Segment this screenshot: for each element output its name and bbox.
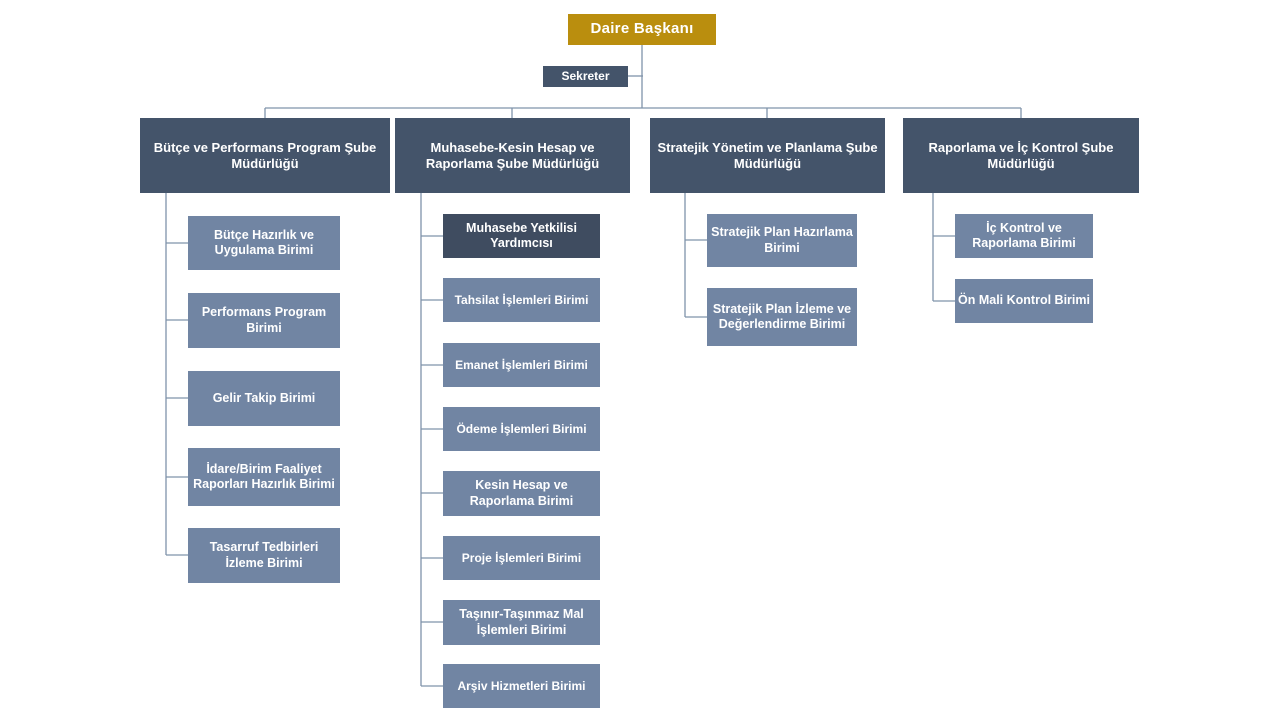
org-node-performans-program: Performans Program Birimi xyxy=(188,293,340,348)
org-node-emanet: Emanet İşlemleri Birimi xyxy=(443,343,600,387)
org-node-muhasebe-yetkilisi: Muhasebe Yetkilisi Yardımcısı xyxy=(443,214,600,258)
org-node-branch-raporlama: Raporlama ve İç Kontrol Şube Müdürlüğü xyxy=(903,118,1139,193)
org-node-stratejik-plan-izleme: Stratejik Plan İzleme ve Değerlendirme B… xyxy=(707,288,857,346)
org-node-proje: Proje İşlemleri Birimi xyxy=(443,536,600,580)
org-node-arsiv: Arşiv Hizmetleri Birimi xyxy=(443,664,600,708)
org-node-daire-baskani: Daire Başkanı xyxy=(568,14,716,45)
org-node-butce-hazirlik: Bütçe Hazırlık ve Uygulama Birimi xyxy=(188,216,340,270)
org-node-odeme: Ödeme İşlemleri Birimi xyxy=(443,407,600,451)
org-node-on-mali-kontrol: Ön Mali Kontrol Birimi xyxy=(955,279,1093,323)
org-node-idare-birim-faaliyet: İdare/Birim Faaliyet Raporları Hazırlık … xyxy=(188,448,340,506)
org-node-tahsilat: Tahsilat İşlemleri Birimi xyxy=(443,278,600,322)
org-node-gelir-takip: Gelir Takip Birimi xyxy=(188,371,340,426)
org-node-sekreter: Sekreter xyxy=(543,66,628,87)
org-node-branch-stratejik: Stratejik Yönetim ve Planlama Şube Müdür… xyxy=(650,118,885,193)
org-node-stratejik-plan-hazirlama: Stratejik Plan Hazırlama Birimi xyxy=(707,214,857,267)
org-node-tasinir-tasinmaz: Taşınır-Taşınmaz Mal İşlemleri Birimi xyxy=(443,600,600,645)
org-node-branch-butce: Bütçe ve Performans Program Şube Müdürlü… xyxy=(140,118,390,193)
org-node-branch-muhasebe: Muhasebe-Kesin Hesap ve Raporlama Şube M… xyxy=(395,118,630,193)
org-node-kesin-hesap: Kesin Hesap ve Raporlama Birimi xyxy=(443,471,600,516)
org-node-tasarruf-tedbirleri: Tasarruf Tedbirleri İzleme Birimi xyxy=(188,528,340,583)
org-node-ic-kontrol: İç Kontrol ve Raporlama Birimi xyxy=(955,214,1093,258)
